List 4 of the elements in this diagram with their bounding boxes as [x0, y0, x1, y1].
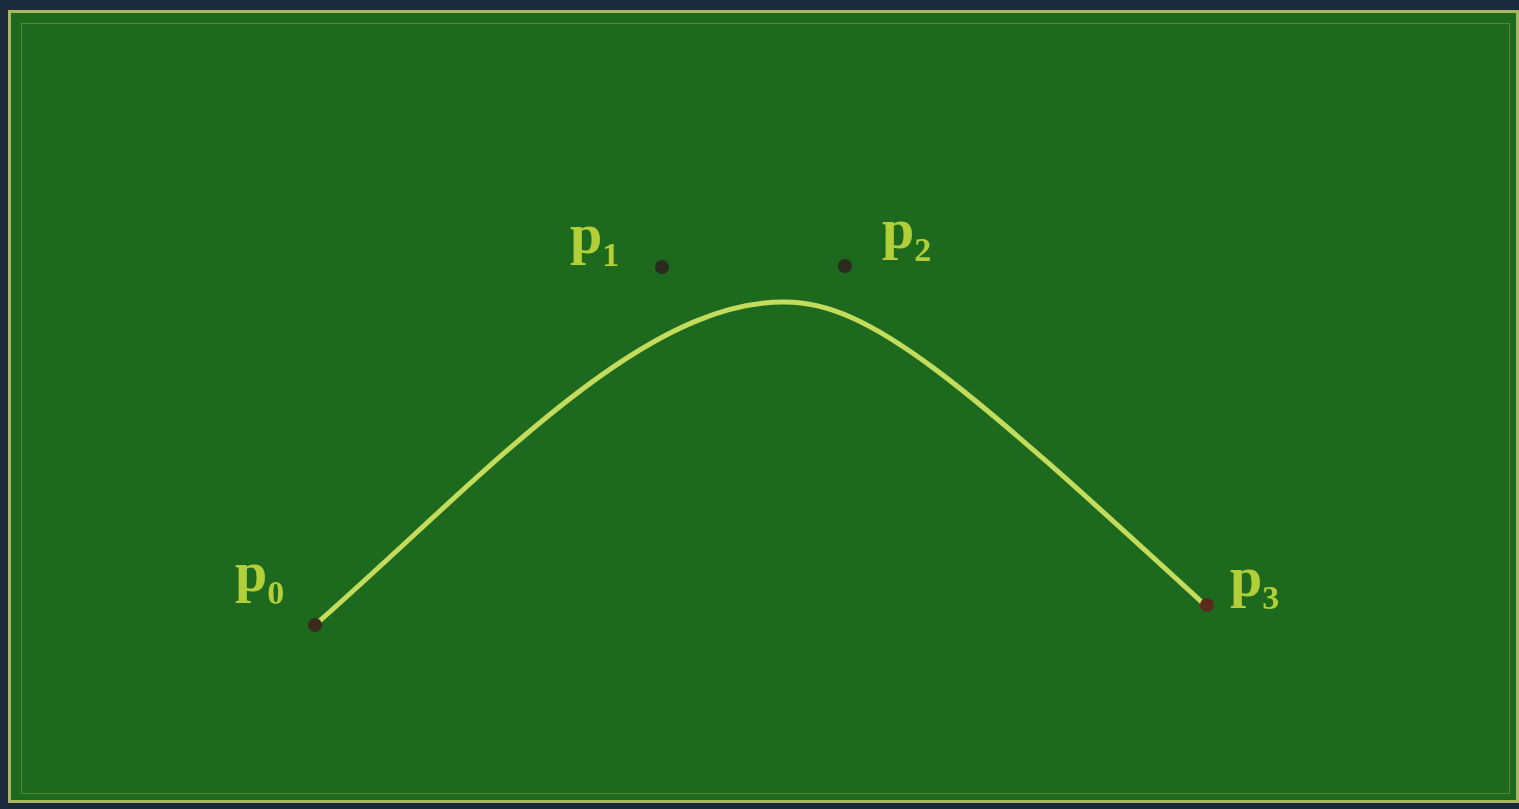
point-label: p$_{0}$ — [235, 543, 285, 610]
point-label: p$_{1}$ — [570, 205, 620, 272]
point-label: p$_{2}$ — [882, 200, 932, 267]
point-label: p$_{3}$ — [1230, 548, 1280, 615]
